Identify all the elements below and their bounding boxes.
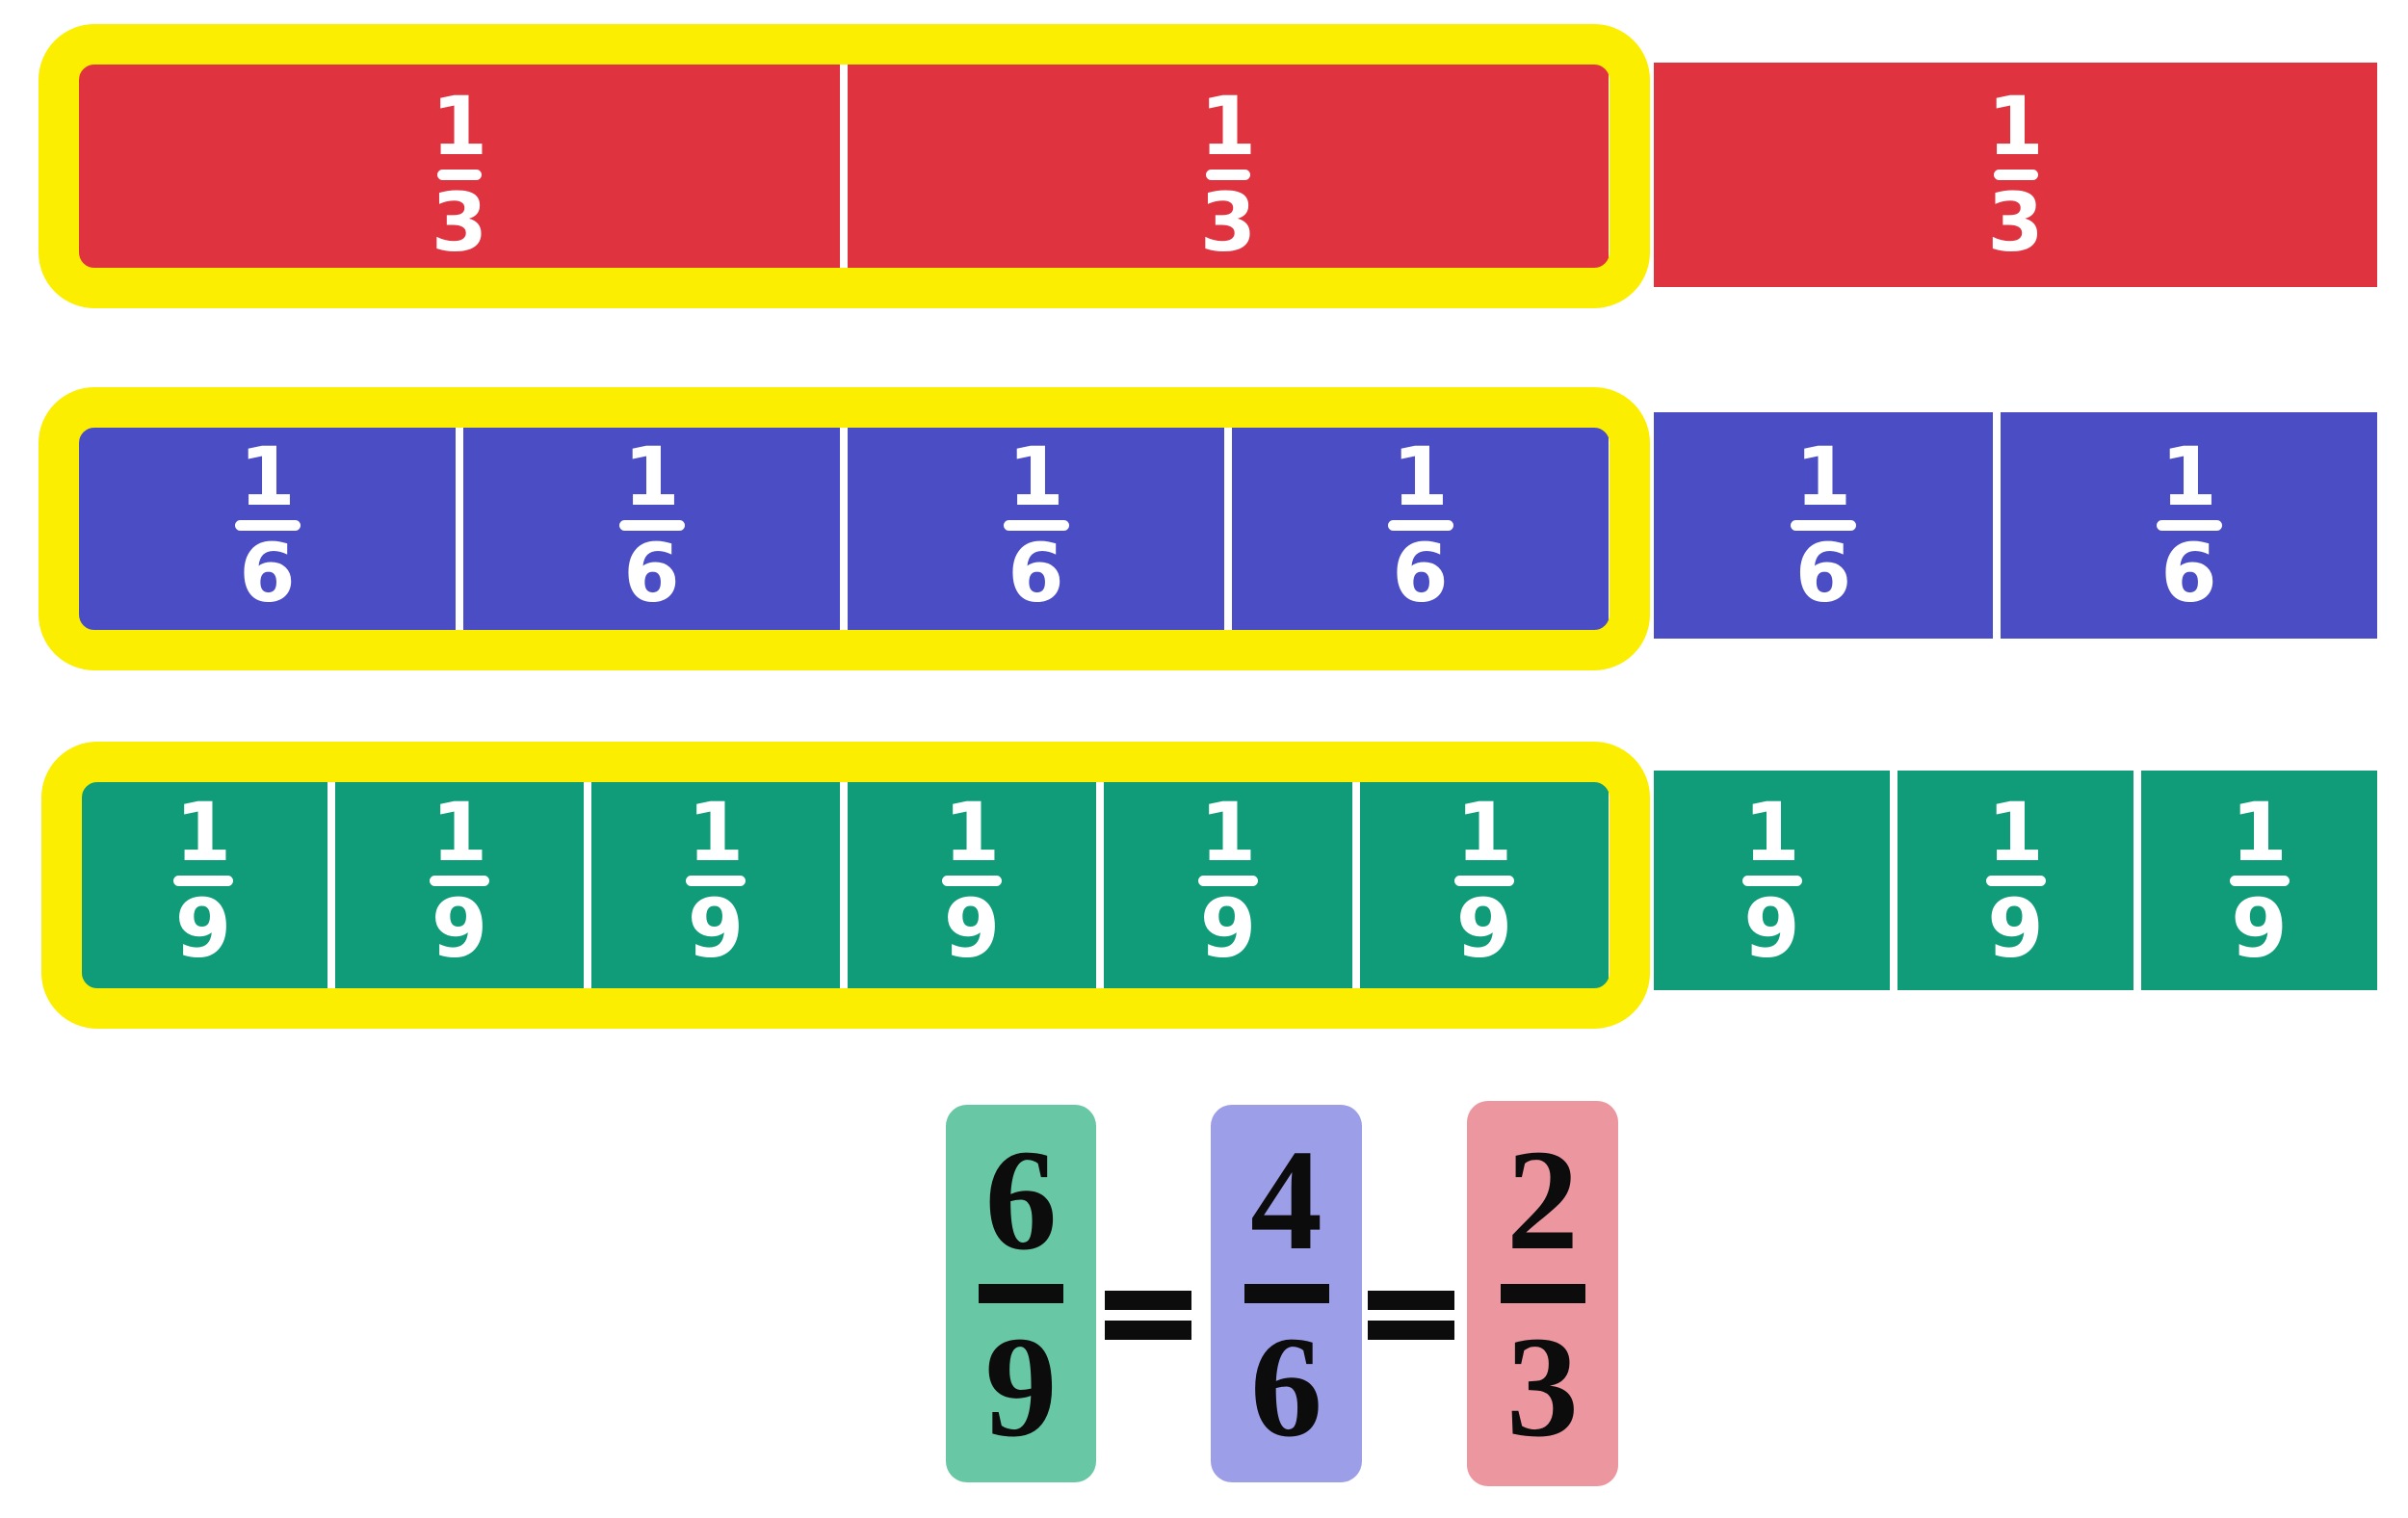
fraction-bar-line bbox=[1003, 520, 1069, 531]
fraction-cell-ninth-3: 1 9 bbox=[591, 771, 840, 990]
fraction-denominator: 9 bbox=[1987, 880, 2044, 976]
fraction-denominator: 9 bbox=[943, 880, 1001, 976]
fraction-numerator: 1 bbox=[2160, 430, 2217, 525]
fraction-bar-line bbox=[979, 1284, 1063, 1303]
fraction-denominator: 9 bbox=[1455, 880, 1513, 976]
fraction-denominator: 3 bbox=[431, 175, 488, 270]
thirds-bar: 1 3 1 3 1 3 bbox=[79, 63, 2377, 287]
fraction-bar-line bbox=[437, 170, 482, 180]
equation-denominator: 6 bbox=[1250, 1307, 1322, 1467]
fraction-bar-line bbox=[430, 875, 489, 886]
sixths-bar: 1 6 1 6 1 6 1 6 1 6 1 6 bbox=[79, 412, 2377, 639]
fraction-denominator: 6 bbox=[1794, 526, 1852, 620]
fraction-denominator: 9 bbox=[1743, 880, 1800, 976]
equation-fraction-four-sixths: 4 6 bbox=[1211, 1105, 1362, 1482]
fraction-denominator: 3 bbox=[1987, 175, 2044, 270]
fraction-numerator: 1 bbox=[1392, 430, 1449, 525]
equation-denominator: 3 bbox=[1506, 1307, 1579, 1467]
fraction-numerator: 1 bbox=[174, 784, 232, 879]
fraction-bar-line bbox=[1741, 875, 1802, 886]
ninths-bar: 1 9 1 9 1 9 1 9 1 9 1 9 1 bbox=[79, 771, 2377, 990]
fraction-cell-third-2: 1 3 bbox=[848, 63, 1609, 287]
equals-sign bbox=[1368, 1291, 1454, 1340]
fraction-cell-sixth-1: 1 6 bbox=[79, 412, 456, 639]
fraction-denominator: 9 bbox=[2231, 880, 2288, 976]
fraction-denominator: 6 bbox=[623, 526, 680, 620]
fraction-numerator: 1 bbox=[1199, 784, 1257, 879]
fraction-cell-ninth-8: 1 9 bbox=[1898, 771, 2133, 990]
fraction-bar-line bbox=[1500, 1284, 1585, 1303]
fraction-numerator: 1 bbox=[943, 784, 1001, 879]
fraction-bar-line bbox=[1387, 520, 1453, 531]
fraction-bar-line bbox=[1985, 875, 2046, 886]
equals-bar bbox=[1368, 1321, 1454, 1340]
fraction-bar-line bbox=[1791, 520, 1856, 531]
fraction-cell-ninth-4: 1 9 bbox=[848, 771, 1096, 990]
fraction-numerator: 1 bbox=[623, 430, 680, 525]
fraction-numerator: 1 bbox=[1743, 784, 1800, 879]
fraction-bar-line bbox=[618, 520, 685, 531]
fraction-denominator: 9 bbox=[174, 880, 232, 976]
fraction-bar-line bbox=[1206, 170, 1250, 180]
fraction-numerator: 1 bbox=[687, 784, 745, 879]
fraction-denominator: 9 bbox=[687, 880, 745, 976]
fraction-numerator: 1 bbox=[1008, 430, 1064, 525]
fraction-cell-sixth-4: 1 6 bbox=[1232, 412, 1609, 639]
fraction-denominator: 9 bbox=[431, 880, 488, 976]
equals-bar bbox=[1105, 1291, 1191, 1310]
fraction-denominator: 6 bbox=[2160, 526, 2217, 620]
fraction-cell-ninth-9: 1 9 bbox=[2141, 771, 2377, 990]
fraction-cell-third-1: 1 3 bbox=[79, 63, 840, 287]
fraction-denominator: 9 bbox=[1199, 880, 1257, 976]
fraction-numerator: 1 bbox=[239, 430, 296, 525]
fraction-cell-sixth-3: 1 6 bbox=[848, 412, 1224, 639]
fraction-numerator: 1 bbox=[1987, 784, 2044, 879]
fraction-numerator: 1 bbox=[431, 79, 488, 174]
fraction-bar-line bbox=[2156, 520, 2222, 531]
fraction-cell-ninth-7: 1 9 bbox=[1654, 771, 1890, 990]
equation-fraction-two-thirds: 2 3 bbox=[1467, 1101, 1618, 1486]
fraction-denominator: 3 bbox=[1199, 175, 1257, 270]
fraction-cell-ninth-6: 1 9 bbox=[1360, 771, 1609, 990]
fraction-bar-line bbox=[1243, 1284, 1329, 1303]
fraction-cell-ninth-2: 1 9 bbox=[335, 771, 584, 990]
fraction-denominator: 6 bbox=[239, 526, 296, 620]
fraction-numerator: 1 bbox=[431, 784, 488, 879]
equation-numerator: 4 bbox=[1250, 1120, 1322, 1280]
fraction-bar-line bbox=[1454, 875, 1514, 886]
equals-bar bbox=[1368, 1291, 1454, 1310]
fraction-cell-sixth-2: 1 6 bbox=[463, 412, 840, 639]
equation-numerator: 2 bbox=[1506, 1120, 1579, 1280]
equation-denominator: 9 bbox=[984, 1307, 1058, 1467]
fraction-cell-ninth-5: 1 9 bbox=[1104, 771, 1352, 990]
fraction-bar-line bbox=[234, 520, 301, 531]
fraction-numerator: 1 bbox=[1794, 430, 1852, 525]
fraction-cell-sixth-5: 1 6 bbox=[1654, 412, 1993, 639]
fraction-numerator: 1 bbox=[2231, 784, 2288, 879]
equals-sign bbox=[1105, 1291, 1191, 1340]
fraction-bar-line bbox=[1993, 170, 2038, 180]
fraction-numerator: 1 bbox=[1455, 784, 1513, 879]
equals-bar bbox=[1105, 1321, 1191, 1340]
equation-fraction-six-ninths: 6 9 bbox=[946, 1105, 1096, 1482]
fraction-cell-third-3: 1 3 bbox=[1654, 63, 2377, 287]
equation-numerator: 6 bbox=[984, 1120, 1058, 1280]
fraction-denominator: 6 bbox=[1392, 526, 1449, 620]
fraction-bar-line bbox=[2229, 875, 2290, 886]
fraction-cell-sixth-6: 1 6 bbox=[2001, 412, 2377, 639]
fraction-bar-line bbox=[1198, 875, 1258, 886]
fraction-cell-ninth-1: 1 9 bbox=[79, 771, 327, 990]
fraction-numerator: 1 bbox=[1199, 79, 1257, 174]
fraction-bar-line bbox=[942, 875, 1002, 886]
fraction-bar-line bbox=[173, 875, 233, 886]
fraction-bar-line bbox=[686, 875, 746, 886]
fraction-numerator: 1 bbox=[1987, 79, 2044, 174]
fraction-denominator: 6 bbox=[1008, 526, 1064, 620]
